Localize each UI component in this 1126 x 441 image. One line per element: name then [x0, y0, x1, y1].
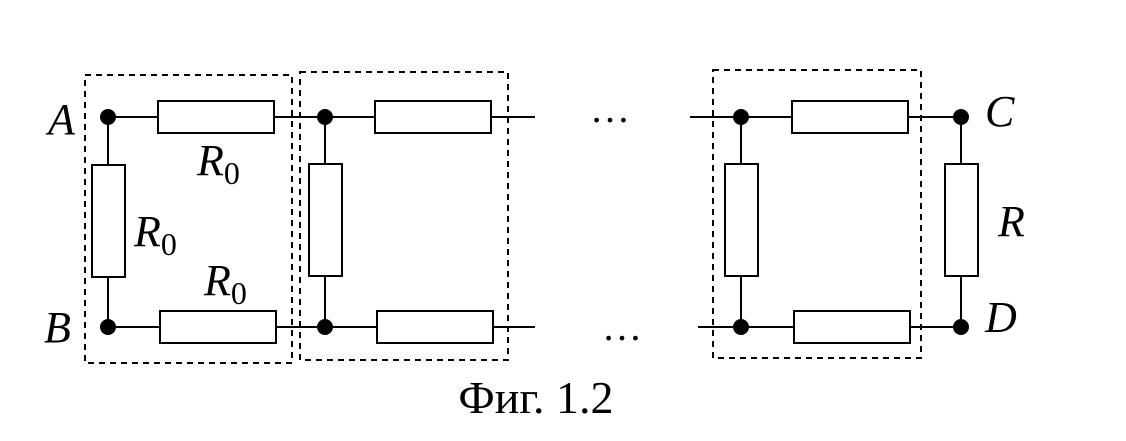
r0-top-symbol: R [196, 136, 224, 185]
resistor-bottom-last [793, 310, 911, 344]
section-box-1 [84, 74, 293, 364]
resistor-bottom-1 [159, 310, 277, 344]
resistor-vertical-1 [91, 164, 126, 278]
r0-vertical-subscript: 0 [161, 226, 177, 262]
junction-bottom-2 [317, 319, 333, 335]
r0-vertical-symbol: R [133, 207, 161, 256]
resistor-vertical-2 [308, 163, 343, 277]
r0-bottom-symbol: R [203, 256, 231, 305]
node-d-dot [953, 319, 969, 335]
resistor-top-1 [157, 100, 275, 134]
label-a: A [45, 95, 76, 144]
ellipsis-bottom: … [602, 304, 642, 349]
junction-bottom-last [733, 319, 749, 335]
r0-top-subscript: 0 [224, 155, 240, 191]
label-b: B [44, 303, 71, 352]
ellipsis-top: … [590, 86, 630, 131]
resistor-vertical-last [724, 163, 759, 277]
node-c-dot [953, 109, 969, 125]
figure-caption: Фиг. 1.2 [458, 372, 613, 423]
resistor-top-2 [374, 100, 492, 134]
label-r0-bottom: R0 [203, 256, 247, 311]
label-c: C [985, 87, 1015, 136]
label-load-r: R [997, 197, 1025, 246]
load-resistor [944, 163, 979, 277]
section-box-2 [299, 71, 509, 361]
label-r0-vertical: R0 [133, 207, 177, 262]
junction-top-last [733, 109, 749, 125]
junction-top-2 [317, 109, 333, 125]
resistor-top-last [791, 100, 909, 134]
section-box-last [712, 69, 922, 359]
r0-bottom-subscript: 0 [231, 275, 247, 311]
node-b-dot [100, 319, 116, 335]
label-r0-top: R0 [196, 136, 240, 191]
label-d: D [984, 293, 1017, 342]
resistor-bottom-2 [376, 310, 494, 344]
node-a-dot [100, 109, 116, 125]
